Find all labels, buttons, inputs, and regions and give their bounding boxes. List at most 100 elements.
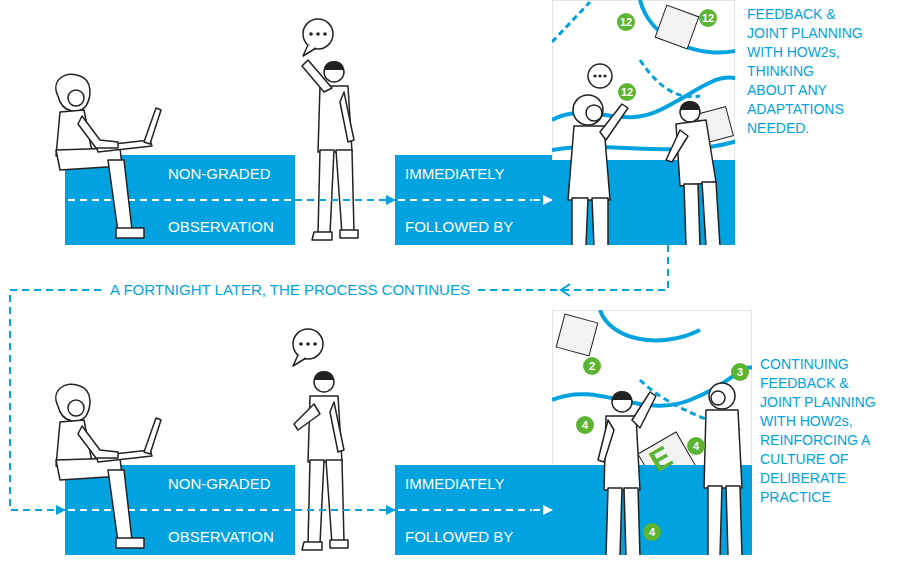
- hair: [56, 74, 90, 111]
- dashed-arrow: [10, 245, 668, 510]
- face: [68, 400, 84, 416]
- box-text: OBSERVATION: [168, 528, 274, 545]
- process-box: IMMEDIATELY FOLLOWED BY: [395, 155, 533, 245]
- process-box: NON-GRADED OBSERVATION: [65, 155, 295, 245]
- box-text: IMMEDIATELY: [405, 475, 504, 492]
- box-text: IMMEDIATELY: [405, 165, 504, 182]
- shin: [108, 160, 132, 232]
- box-text: OBSERVATION: [168, 218, 274, 235]
- torso: [676, 120, 716, 186]
- foot: [116, 228, 144, 238]
- dashed-path: [68, 509, 292, 511]
- dashed-arrow: [533, 509, 552, 511]
- pointing-arm: [302, 60, 332, 92]
- torso: [704, 410, 742, 488]
- dashed-path: [68, 199, 292, 201]
- dot: [306, 342, 310, 346]
- face: [711, 391, 725, 405]
- hair: [324, 61, 344, 70]
- callout-number: 12: [617, 13, 635, 31]
- blue-block: [65, 465, 295, 555]
- box-text: FOLLOWED BY: [405, 218, 513, 235]
- leg: [318, 150, 334, 234]
- callout-number: 4: [643, 523, 661, 541]
- board-tile: [655, 5, 699, 49]
- leg: [624, 488, 640, 555]
- illustration-panel: FEEDBACK & JOINT PLANNING WITH HOW2s, TH…: [552, 0, 735, 245]
- dot: [598, 74, 601, 77]
- leg: [326, 460, 344, 544]
- panel-ground: [552, 0, 735, 245]
- box-text: CONTINUING FEEDBACK & JOINT PLANNING WIT…: [760, 355, 876, 507]
- dashed-path: [398, 199, 532, 201]
- speech-bubble: [303, 19, 333, 49]
- speech-tail: [293, 355, 306, 366]
- blue-block: [395, 465, 552, 555]
- callout-number: 12: [618, 83, 636, 101]
- dot: [309, 32, 313, 36]
- face: [68, 90, 84, 106]
- dot: [323, 32, 327, 36]
- head: [612, 392, 632, 412]
- dashed-arrow: [533, 199, 552, 201]
- dot: [593, 74, 596, 77]
- dashed-route: [640, 60, 700, 97]
- leg: [708, 486, 722, 555]
- shin: [108, 470, 132, 542]
- seated-woman: [56, 384, 161, 548]
- panel-ground: [552, 310, 752, 555]
- foot: [116, 538, 144, 548]
- map-curve: [640, 0, 735, 53]
- speech-bubble: [588, 64, 612, 88]
- hair: [612, 391, 632, 400]
- process-box: IMMEDIATELY FOLLOWED BY: [395, 465, 533, 555]
- laptop-screen: [144, 108, 161, 144]
- gesturing-arm: [294, 404, 320, 430]
- arm: [340, 92, 354, 142]
- arm: [330, 402, 344, 452]
- speech-bubble: [293, 329, 323, 359]
- map-curve: [600, 310, 700, 340]
- pointing-arm: [600, 104, 628, 140]
- box-text: FEEDBACK & JOINT PLANNING WITH HOW2s, TH…: [747, 5, 863, 138]
- planning-scene: [552, 310, 752, 555]
- box-text: NON-GRADED: [168, 165, 271, 182]
- dashed-arrow: [295, 199, 395, 201]
- speech-tail: [303, 45, 316, 56]
- blue-block: [65, 155, 295, 245]
- dot: [299, 342, 303, 346]
- arm: [598, 420, 614, 462]
- leg: [572, 198, 588, 245]
- leg: [308, 460, 324, 544]
- shoe: [302, 542, 322, 550]
- box-text: FOLLOWED BY: [405, 528, 513, 545]
- arm: [78, 426, 118, 458]
- hair: [709, 383, 735, 409]
- arm: [666, 130, 688, 162]
- hair: [314, 371, 334, 380]
- shoe: [330, 540, 348, 548]
- hair: [680, 101, 700, 110]
- callout-number: 4: [687, 437, 705, 455]
- shoe: [312, 232, 332, 240]
- callout-number: 3: [731, 363, 749, 381]
- hair: [56, 384, 90, 421]
- head: [680, 102, 700, 122]
- dashed-path: [398, 509, 532, 511]
- leg: [592, 198, 608, 245]
- standing-man: [302, 19, 358, 240]
- head: [324, 62, 344, 82]
- dot: [313, 342, 317, 346]
- board-tile: [556, 314, 598, 356]
- callout-number: 2: [583, 357, 601, 375]
- blue-block: [395, 155, 552, 245]
- raised-arm: [632, 392, 656, 428]
- hair: [573, 95, 603, 125]
- standing-man: [293, 329, 348, 550]
- leg: [684, 184, 700, 245]
- face: [586, 105, 602, 121]
- box-text: NON-GRADED: [168, 475, 271, 492]
- leg: [606, 488, 622, 555]
- arm: [78, 116, 118, 148]
